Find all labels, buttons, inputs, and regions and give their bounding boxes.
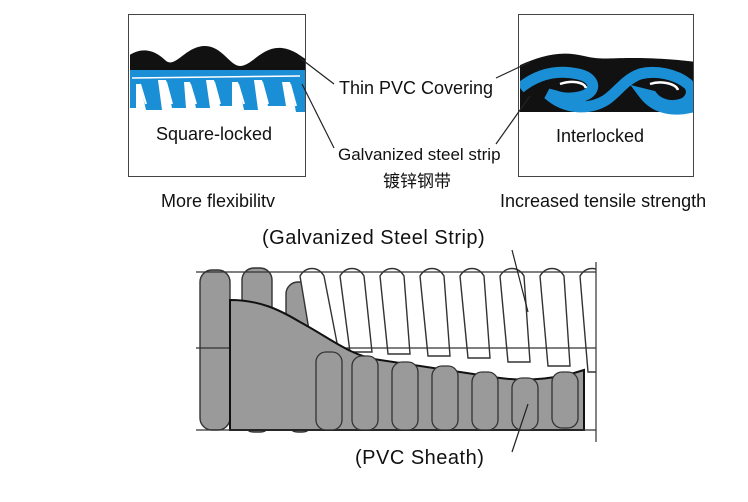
leader-top-callout <box>511 249 529 313</box>
callout-galvanized-steel-strip: (Galvanized Steel Strip) <box>262 227 486 249</box>
label-thin-pvc-covering: Thin PVC Covering <box>339 78 494 98</box>
pvc-covering-left <box>130 46 305 72</box>
label-interlocked: Interlocked <box>556 126 645 146</box>
hose-cutaway <box>196 262 597 442</box>
leader-bottom-callout <box>511 403 529 453</box>
label-galvanized-steel-strip: Galvanized steel strip <box>338 145 501 164</box>
square-locked-profile <box>130 46 305 112</box>
interlocked-profile <box>520 53 693 115</box>
leader-thin-pvc-right <box>495 61 531 79</box>
caption-more-flexibility: More flexibilitv <box>161 191 276 211</box>
caption-increased-tensile-strength: Increased tensile strength <box>500 191 707 211</box>
leader-strip-left <box>301 83 335 149</box>
callout-pvc-sheath: (PVC Sheath) <box>355 447 485 469</box>
label-square-locked: Square-locked <box>156 124 273 144</box>
steel-strip-left <box>130 70 305 112</box>
label-galvanized-steel-strip-cn: 镀锌钢带 <box>383 172 451 191</box>
leader-thin-pvc-left <box>299 57 335 85</box>
leader-strip-right <box>495 95 531 145</box>
steel-strip-right <box>520 66 693 115</box>
